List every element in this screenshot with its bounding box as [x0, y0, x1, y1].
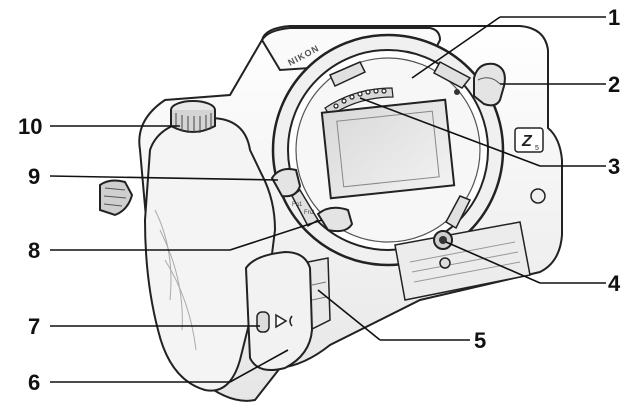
callout-5: 5: [474, 328, 486, 353]
model-badge: Z 5: [514, 127, 544, 153]
callout-2: 2: [608, 72, 620, 97]
strap-eyelet: [99, 179, 134, 217]
callout-8: 8: [28, 238, 40, 263]
callout-6: 6: [28, 370, 40, 395]
leader-1b: [411, 16, 501, 79]
leader-5b: [317, 289, 381, 341]
cover-latch: [256, 311, 293, 333]
model-badge-letter: Z: [521, 133, 533, 150]
callout-3: 3: [608, 154, 620, 179]
fn1-label: Fn1: [292, 202, 303, 208]
model-badge-number: 5: [535, 145, 539, 152]
sub-command-dial: [170, 100, 216, 133]
callout-10: 10: [18, 114, 42, 139]
leader-3b: [359, 97, 541, 167]
lens-release-button: [473, 62, 506, 107]
tripod-socket: [433, 230, 453, 269]
strap-lug-right: [530, 188, 546, 204]
callout-1: 1: [608, 5, 620, 30]
fn1-button: [270, 168, 302, 198]
leader-9: [49, 175, 279, 181]
callout-4: 4: [608, 271, 621, 296]
cpu-contacts: [324, 87, 394, 117]
leader-4b: [445, 241, 541, 284]
memory-card-slot-cover: [244, 250, 314, 371]
fn2-button: [316, 206, 354, 233]
fn2-label: Fn2: [304, 210, 315, 216]
bottom-plate: [394, 221, 531, 301]
callout-9: 9: [28, 164, 40, 189]
leader-lines: [49, 16, 606, 383]
callout-7: 7: [28, 314, 40, 339]
leader-6b: [229, 349, 289, 383]
grip-texture: [154, 209, 197, 351]
image-sensor: [320, 98, 456, 200]
leader-8b: [229, 219, 323, 251]
